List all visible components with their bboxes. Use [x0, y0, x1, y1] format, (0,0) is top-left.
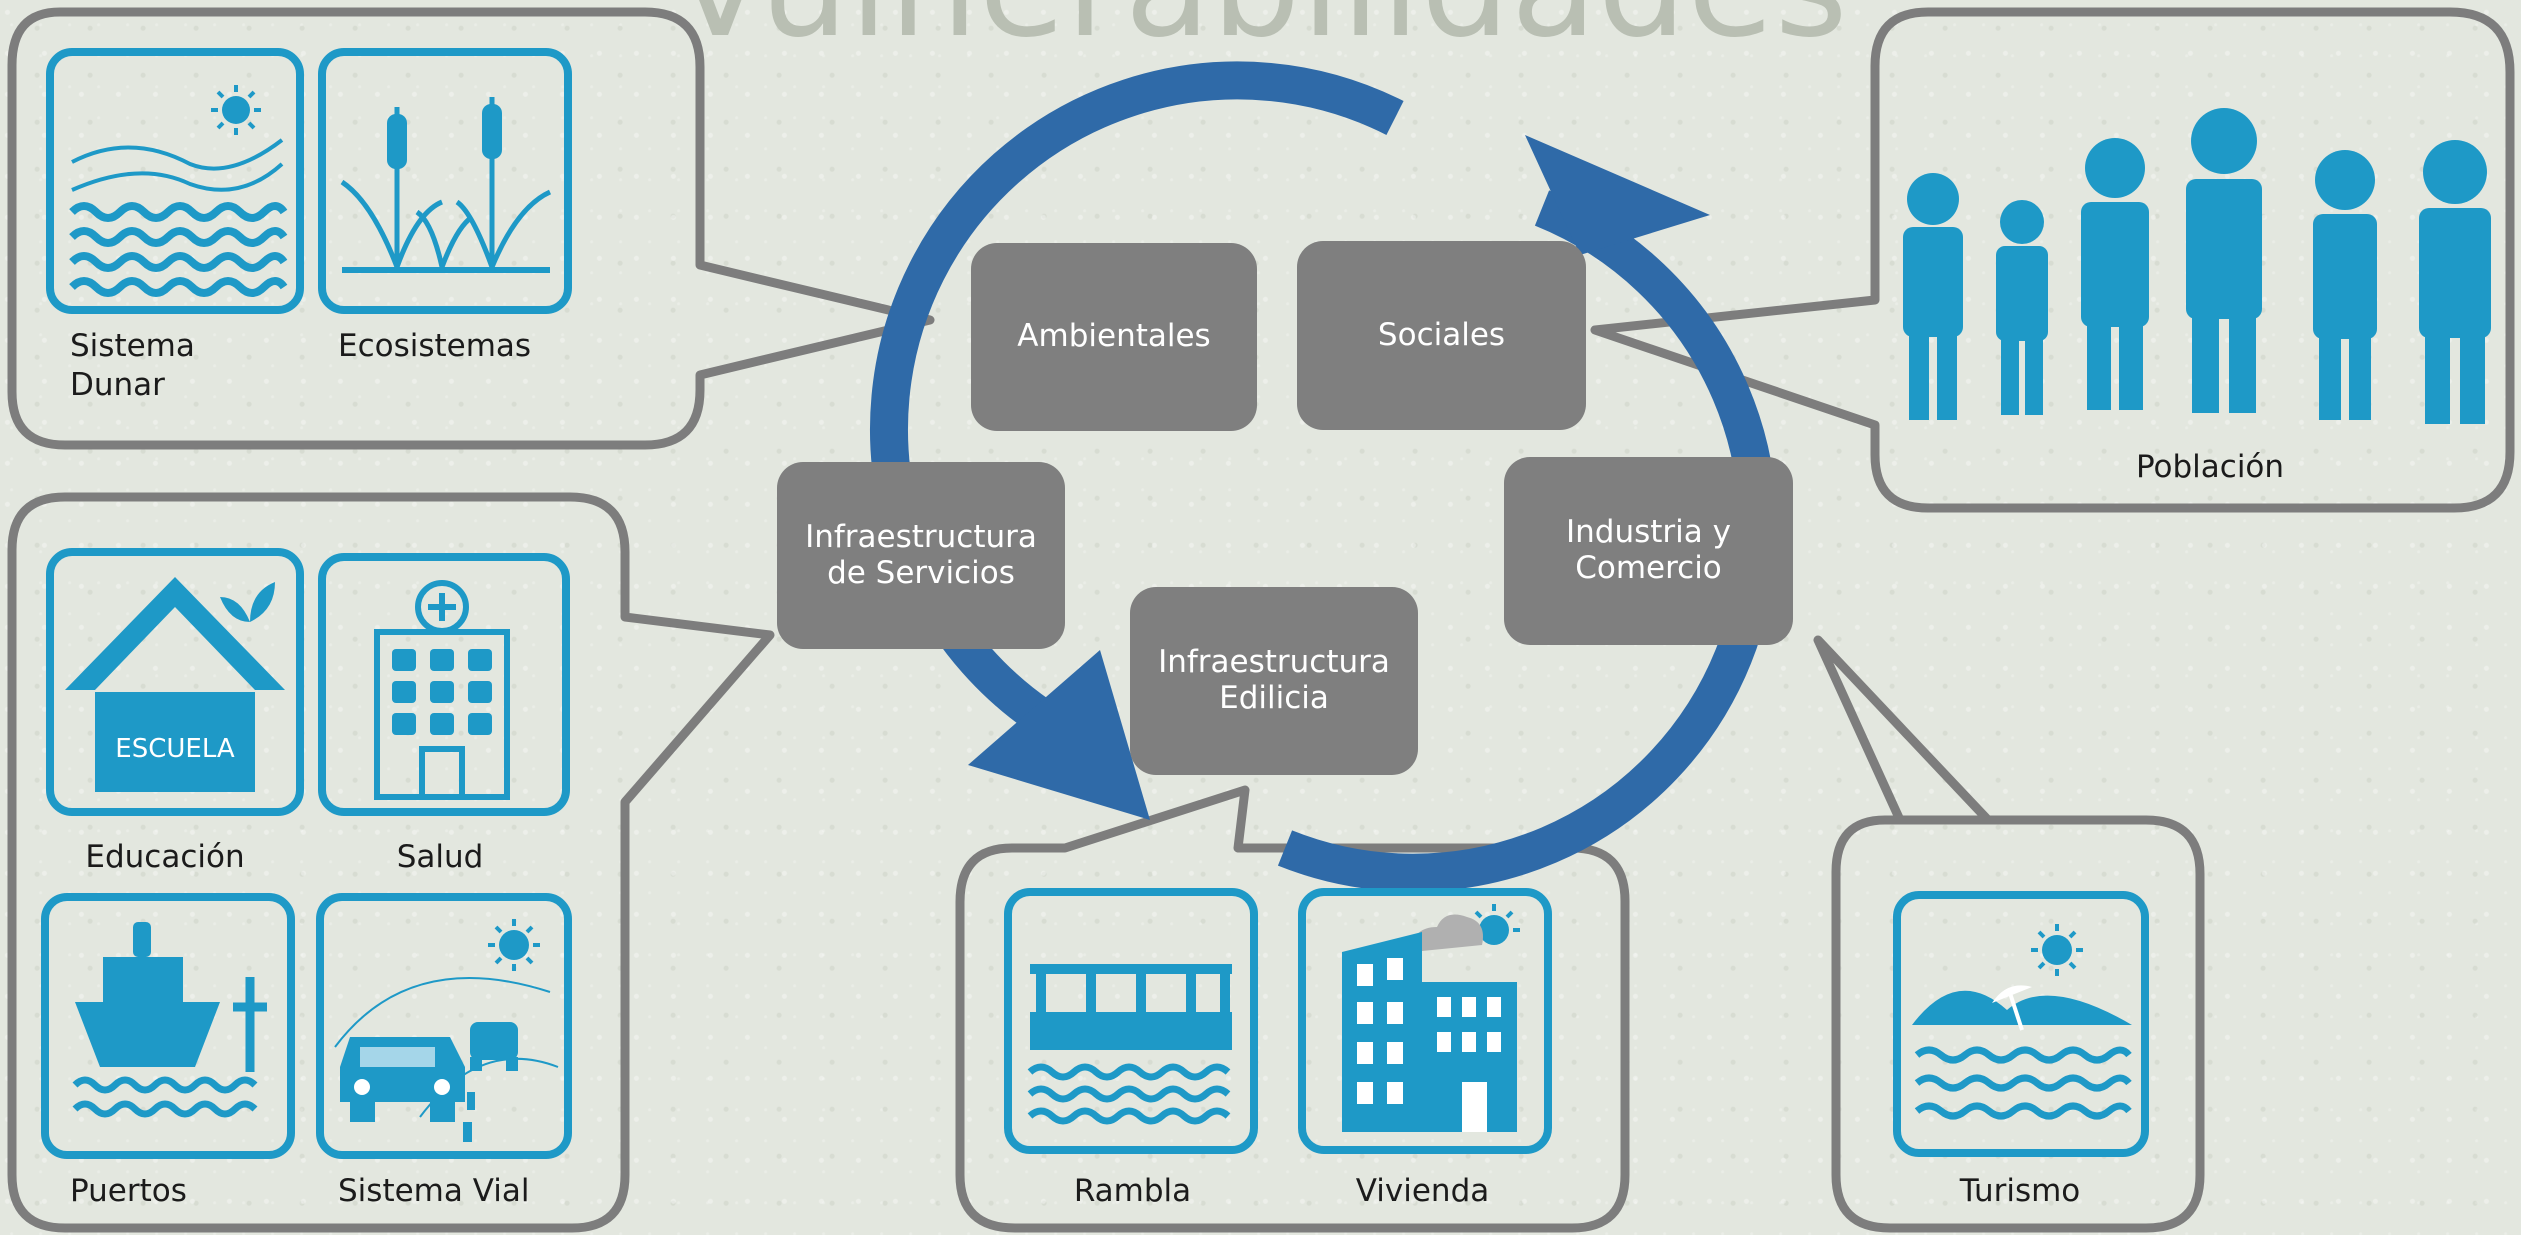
building-icon	[1298, 888, 1552, 1154]
dune-sea-icon	[46, 48, 304, 314]
beach-icon	[1893, 891, 2149, 1157]
promenade-icon	[1004, 888, 1258, 1154]
node-ambientales: Ambientales	[971, 243, 1257, 431]
node-infraestructura-servicios: Infraestructura de Servicios	[777, 462, 1065, 649]
label-puertos: Puertos	[70, 1173, 187, 1209]
ship-icon	[41, 893, 295, 1159]
hospital-icon	[318, 553, 570, 816]
label-salud: Salud	[396, 839, 484, 875]
node-infraestructura-edilicia: Infraestructura Edilicia	[1130, 587, 1418, 775]
reeds-icon	[318, 48, 572, 314]
label-sistema-dunar: Sistema Dunar	[70, 328, 195, 403]
school-sign: ESCUELA	[115, 734, 235, 764]
node-industria-comercio: Industria y Comercio	[1504, 457, 1793, 645]
diagram-title: Vulnerabilidades	[0, 0, 2521, 58]
arrowhead-down	[968, 650, 1150, 820]
car-road-icon	[316, 893, 572, 1159]
people-icon	[1903, 108, 2491, 424]
callout-sociales	[1590, 7, 2515, 513]
label-poblacion: Población	[2135, 449, 2285, 485]
callout-industria	[1813, 635, 2205, 1233]
callout-edilicia	[955, 785, 1630, 1233]
node-sociales: Sociales	[1297, 241, 1586, 430]
label-educacion: Educación	[85, 839, 245, 875]
label-vivienda: Vivienda	[1355, 1173, 1490, 1209]
label-turismo: Turismo	[1959, 1173, 2081, 1209]
arrowhead-up	[1525, 135, 1710, 255]
callout-ambientales	[7, 7, 935, 450]
cycle-arc-right	[1277, 190, 1778, 892]
school-icon: ESCUELA	[46, 548, 304, 816]
label-sistema-vial: Sistema Vial	[338, 1173, 530, 1209]
callout-servicios	[7, 492, 775, 1233]
label-rambla: Rambla	[1073, 1173, 1192, 1209]
label-ecosistemas: Ecosistemas	[338, 328, 532, 364]
